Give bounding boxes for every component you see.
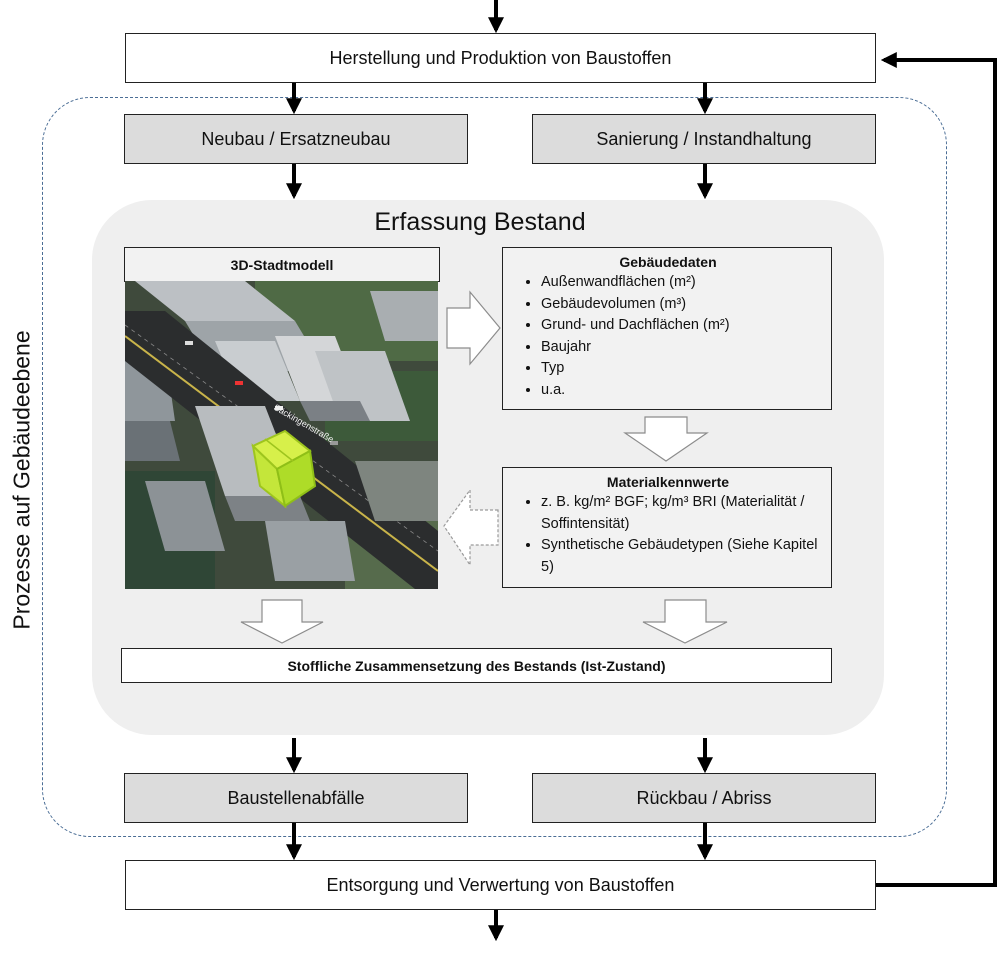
list-item: Baujahr bbox=[541, 337, 821, 359]
process-boundary bbox=[42, 97, 947, 837]
list-item: Gebäudevolumen (m³) bbox=[541, 294, 821, 316]
entsorgung-label: Entsorgung und Verwertung von Baustoffen bbox=[326, 874, 675, 895]
recycling-feedback-loop bbox=[876, 52, 997, 887]
hollow-arrow-right bbox=[446, 290, 501, 366]
rueckbau-label: Rückbau / Abriss bbox=[636, 787, 772, 808]
list-item: z. B. kg/m² BGF; kg/m³ BRI (Materialität… bbox=[541, 492, 821, 535]
list-item: Grund- und Dachflächen (m²) bbox=[541, 315, 821, 337]
sanierung-label: Sanierung / Instandhaltung bbox=[596, 128, 812, 149]
erfassung-title: Erfassung Bestand bbox=[374, 208, 586, 236]
rueckbau-box: Rückbau / Abriss bbox=[532, 773, 876, 823]
hollow-arrow-down-gebaeudedaten bbox=[623, 416, 709, 462]
hollow-arrow-left-dashed bbox=[443, 488, 499, 567]
gebaeudedaten-title: Gebäudedaten bbox=[619, 254, 717, 270]
city-model-image: Säckingenstraße bbox=[125, 281, 438, 589]
baustellenabfaelle-box: Baustellenabfälle bbox=[124, 773, 468, 823]
materialkennwerte-list: z. B. kg/m² BGF; kg/m³ BRI (Materialität… bbox=[515, 492, 821, 578]
sanierung-box: Sanierung / Instandhaltung bbox=[532, 114, 876, 164]
list-item: Typ bbox=[541, 358, 821, 380]
production-label: Herstellung und Produktion von Baustoffe… bbox=[329, 47, 672, 68]
list-item: Außenwandflächen (m²) bbox=[541, 272, 821, 294]
materialkennwerte-box: Materialkennwerte z. B. kg/m² BGF; kg/m³… bbox=[502, 467, 832, 588]
neubau-box: Neubau / Ersatzneubau bbox=[124, 114, 468, 164]
stadtmodell-header: 3D-Stadtmodell bbox=[124, 247, 440, 282]
baustellenabfaelle-label: Baustellenabfälle bbox=[227, 787, 365, 808]
list-item: Synthetische Gebäudetypen (Siehe Kapitel… bbox=[541, 535, 821, 578]
gebaeudedaten-box: Gebäudedaten Außenwandflächen (m²) Gebäu… bbox=[502, 247, 832, 410]
materialkennwerte-title: Materialkennwerte bbox=[606, 474, 730, 490]
hollow-arrow-down-right bbox=[642, 599, 728, 644]
production-box: Herstellung und Produktion von Baustoffe… bbox=[125, 33, 876, 83]
stadtmodell-title: 3D-Stadtmodell bbox=[230, 256, 334, 273]
entsorgung-box: Entsorgung und Verwertung von Baustoffen bbox=[125, 860, 876, 910]
gebaeudedaten-list: Außenwandflächen (m²) Gebäudevolumen (m³… bbox=[515, 272, 821, 401]
neubau-label: Neubau / Ersatzneubau bbox=[201, 128, 391, 149]
zusammensetzung-box: Stoffliche Zusammensetzung des Bestands … bbox=[121, 648, 832, 683]
zusammensetzung-label: Stoffliche Zusammensetzung des Bestands … bbox=[287, 657, 666, 674]
hollow-arrow-down-left bbox=[240, 599, 324, 644]
list-item: u.a. bbox=[541, 380, 821, 402]
